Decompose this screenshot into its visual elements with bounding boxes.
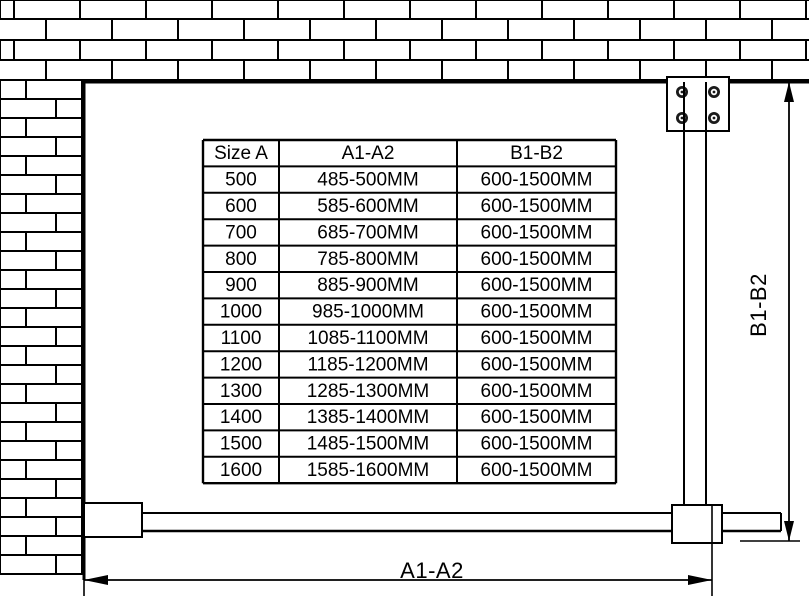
table-cell-r5-c0: 1000: [220, 302, 262, 323]
brick-course-left-21: [0, 459, 83, 480]
table-cell-r4-c1: 885-900MM: [317, 275, 418, 296]
table-cell-r6-c1: 1085-1100MM: [307, 328, 428, 349]
support-bar-connector: [671, 504, 723, 544]
a-dim-arrow-left-icon: [84, 575, 108, 585]
table-cell-r2-c0: 700: [225, 222, 257, 243]
brick-course-left-18: [0, 402, 83, 423]
brick-course-left-23: [0, 497, 83, 518]
table-cell-r1-c1: 585-600MM: [317, 196, 418, 217]
table-cell-r5-c1: 985-1000MM: [312, 302, 424, 323]
table-cell-r2-c2: 600-1500MM: [481, 222, 593, 243]
brick-course-top-1: [0, 0, 809, 20]
brick-course-left-15: [0, 345, 83, 366]
brick-course-left-1: [0, 79, 83, 100]
table-cell-r7-c1: 1185-1200MM: [307, 354, 428, 375]
brick-course-left-4: [0, 136, 83, 157]
table-cell-r11-c2: 600-1500MM: [481, 460, 593, 481]
table-cell-r11-c1: 1585-1600MM: [307, 460, 430, 481]
brick-course-left-25: [0, 535, 83, 556]
table-cells: Size A A1-A2 B1-B2 500 485-500MM 600-1500MM 60…: [214, 143, 592, 481]
brick-course-left-16: [0, 364, 83, 385]
vertical-dimension-label: B1-B2: [746, 273, 771, 337]
brick-course-left-11: [0, 269, 83, 290]
table-cell-r3-c0: 800: [225, 249, 257, 270]
horizontal-dimension-label: A1-A2: [400, 558, 464, 583]
table-cell-r3-c2: 600-1500MM: [481, 249, 593, 270]
table-cell-r0-c0: 500: [225, 170, 257, 191]
brick-course-left-20: [0, 440, 83, 461]
table-background: [203, 140, 616, 484]
table-cell-r8-c2: 600-1500MM: [481, 381, 593, 402]
bolt-hole-bottom-right: [708, 112, 720, 124]
b-dim-arrow-down-icon: [784, 521, 794, 541]
brick-course-left-3: [0, 117, 83, 138]
brick-course-left-8: [0, 212, 83, 233]
table-cell-r8-c0: 1300: [220, 381, 262, 402]
table-cell-r9-c1: 1385-1400MM: [307, 407, 430, 428]
brick-course-left-26: [0, 554, 83, 575]
bolt-hole-top-right: [708, 86, 720, 98]
brick-course-left-5: [0, 155, 83, 176]
brick-course-top-3: [0, 39, 809, 61]
brick-course-left-6: [0, 174, 83, 195]
vertical-dimension-b1-b2: B1-B2: [740, 81, 800, 542]
brick-course-left-7: [0, 193, 83, 214]
brick-course-left-9: [0, 231, 83, 252]
table-cell-r2-c1: 685-700MM: [317, 222, 418, 243]
table-cell-r5-c2: 600-1500MM: [481, 302, 593, 323]
table-cell-r10-c0: 1500: [220, 434, 262, 455]
bolt-hole-bottom-left: [676, 112, 688, 124]
brick-course-left-2: [0, 98, 83, 119]
vertical-support-post: [683, 82, 707, 506]
brick-course-left-14: [0, 326, 83, 347]
brick-course-left-24: [0, 516, 83, 537]
a-dim-arrow-right-icon: [688, 575, 712, 585]
table-cell-r4-c2: 600-1500MM: [481, 275, 593, 296]
table-cell-r8-c1: 1285-1300MM: [307, 381, 430, 402]
brick-course-left-22: [0, 478, 83, 499]
table-cell-r6-c2: 600-1500MM: [481, 328, 593, 349]
brick-course-left-17: [0, 383, 83, 404]
size-specification-table: Size A A1-A2 B1-B2 500 485-500MM 600-1500MM 60…: [201, 138, 618, 485]
table-cell-r7-c0: 1200: [220, 354, 262, 375]
brick-wall-assembly: [0, 0, 809, 580]
left-brick-wall: [0, 79, 83, 575]
table-header-cell-1: A1-A2: [342, 143, 395, 164]
mounting-plate-body: [666, 76, 730, 132]
table-cell-r10-c1: 1485-1500MM: [307, 434, 430, 455]
brick-course-top-4: [0, 59, 809, 81]
wall-mounting-bracket: [83, 502, 143, 538]
brick-course-top-2: [0, 18, 809, 41]
horizontal-dimension-a1-a2: A1-A2: [83, 505, 713, 596]
table-cell-r0-c2: 600-1500MM: [481, 170, 593, 191]
brick-course-left-10: [0, 250, 83, 271]
table-grid: [201, 138, 618, 485]
brick-course-left-13: [0, 307, 83, 328]
table-cell-r1-c0: 600: [225, 196, 257, 217]
ceiling-mounting-plate: [666, 76, 730, 132]
table-cell-r1-c2: 600-1500MM: [481, 196, 593, 217]
table-cell-r0-c1: 485-500MM: [317, 170, 418, 191]
brick-course-left-19: [0, 421, 83, 442]
bolt-hole-top-left: [676, 86, 688, 98]
table-cell-r3-c1: 785-800MM: [317, 249, 418, 270]
table-cell-r4-c0: 900: [225, 275, 257, 296]
table-header-cell-0: Size A: [214, 143, 268, 164]
top-brick-wall: [0, 0, 809, 81]
brick-course-left-12: [0, 288, 83, 309]
support-rail-assembly: [83, 502, 782, 544]
table-cell-r10-c2: 600-1500MM: [481, 434, 593, 455]
table-cell-r6-c0: 1100: [221, 328, 262, 349]
table-header-cell-2: B1-B2: [510, 143, 563, 164]
b-dim-arrow-up-icon: [784, 82, 794, 102]
table-cell-r11-c0: 1600: [220, 460, 262, 481]
table-cell-r9-c2: 600-1500MM: [481, 407, 593, 428]
table-cell-r9-c0: 1400: [220, 407, 262, 428]
table-cell-r7-c2: 600-1500MM: [481, 354, 593, 375]
